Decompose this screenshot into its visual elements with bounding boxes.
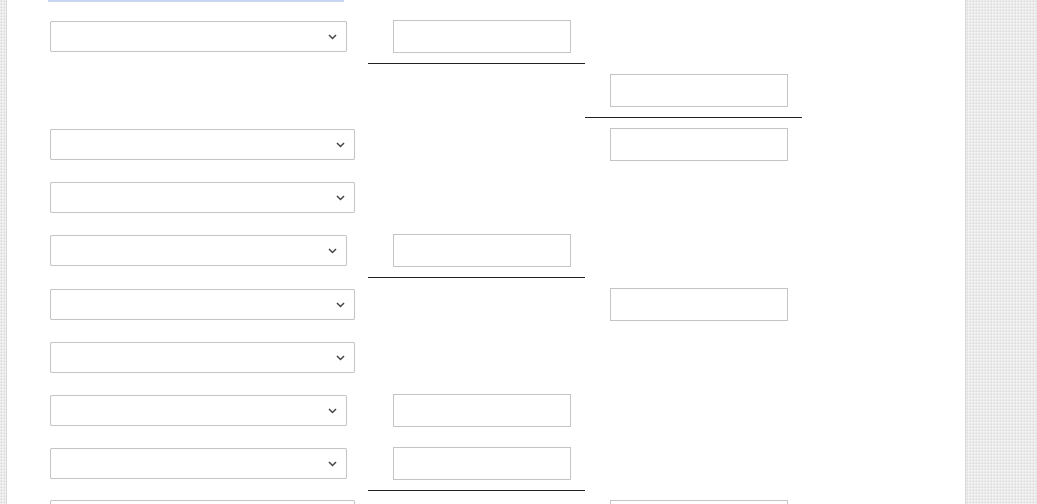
account-dropdown-6[interactable] (50, 342, 355, 373)
total-input-2[interactable] (610, 128, 788, 161)
top-highlight-bar (48, 0, 344, 2)
subtotal-underline (368, 63, 585, 64)
chevron-down-icon (328, 32, 337, 41)
amount-input-1[interactable] (393, 20, 571, 53)
account-dropdown-1[interactable] (50, 21, 347, 52)
account-dropdown-5[interactable] (50, 289, 355, 320)
total-underline (585, 117, 802, 118)
chevron-down-icon (328, 406, 337, 415)
account-dropdown-9[interactable] (50, 500, 355, 504)
subtotal-underline (368, 490, 585, 491)
account-dropdown-4[interactable] (50, 235, 347, 266)
total-input-3[interactable] (610, 288, 788, 321)
subtotal-underline (368, 277, 585, 278)
account-dropdown-2[interactable] (50, 129, 355, 160)
chevron-down-icon (328, 459, 337, 468)
account-dropdown-7[interactable] (50, 395, 347, 426)
amount-input-3[interactable] (393, 394, 571, 427)
chevron-down-icon (336, 193, 345, 202)
account-dropdown-3[interactable] (50, 182, 355, 213)
chevron-down-icon (336, 300, 345, 309)
total-input-4[interactable] (610, 500, 788, 504)
chevron-down-icon (328, 246, 337, 255)
total-input-1[interactable] (610, 74, 788, 107)
amount-input-4[interactable] (393, 447, 571, 480)
chevron-down-icon (336, 353, 345, 362)
amount-input-2[interactable] (393, 234, 571, 267)
account-dropdown-8[interactable] (50, 448, 347, 479)
chevron-down-icon (336, 140, 345, 149)
